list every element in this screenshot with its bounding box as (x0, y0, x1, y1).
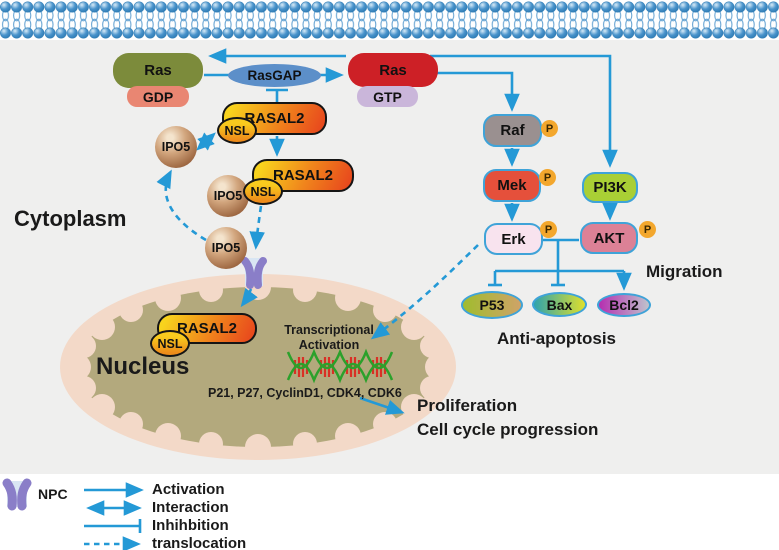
proliferation-label: Proliferation (417, 396, 518, 415)
node-p53: P53 (461, 291, 523, 319)
node-bax: Bax (532, 292, 587, 317)
legend-inhibition-label: Inhihbition (152, 517, 229, 534)
node-gtp: GTP (357, 86, 418, 107)
arrow-ipo5-nsl-interaction (196, 132, 216, 151)
dna-helix-icon (286, 348, 394, 384)
legend-translocation-label: translocation (152, 535, 247, 550)
transcriptional-line1: Transcriptional (284, 323, 374, 337)
node-nsl-cytoplasm: NSL (217, 117, 257, 144)
outcome-label: Proliferation Cell cycle progression (417, 394, 598, 442)
dashed-npc-to-nucleus (240, 287, 258, 308)
transcriptional-line2: Activation (298, 338, 360, 352)
node-pi3k: PI3K (582, 172, 638, 203)
node-erk: Erk (484, 223, 543, 255)
cell-cycle-label: Cell cycle progression (417, 420, 599, 439)
legend-interaction-label: Interaction (152, 499, 229, 516)
node-ras-gdp: Ras (113, 53, 203, 88)
node-ras-gtp: Ras (348, 53, 438, 87)
target-genes-label: P21, P27, CyclinD1, CDK4, CDK6 (208, 386, 402, 400)
arrow-genes-to-proliferation (359, 396, 405, 415)
nucleus-label: Nucleus (96, 353, 190, 380)
phospho-badge-raf: P (541, 120, 558, 137)
phospho-badge-akt: P (639, 221, 656, 238)
legend-npc-label: NPC (38, 486, 68, 502)
node-rasal2-nucleus: RASAL2 (157, 313, 257, 344)
phospho-badge-mek: P (539, 169, 556, 186)
node-ipo5-free: IPO5 (155, 126, 197, 168)
node-nsl-nucleus: NSL (150, 330, 190, 357)
npc-icon (241, 257, 267, 289)
node-akt: AKT (580, 222, 638, 254)
dashed-ipo5-recycle (156, 169, 207, 242)
phospho-badge-erk: P (540, 221, 557, 238)
node-mek: Mek (483, 169, 541, 202)
node-gdp: GDP (127, 86, 189, 107)
cell-membrane (0, 0, 779, 40)
translocation-arrows (156, 169, 479, 340)
node-rasgap: RasGAP (228, 64, 321, 87)
transcriptional-activation-label: Transcriptional Activation (270, 323, 388, 353)
migration-label: Migration (646, 262, 723, 281)
arrow-ras-to-raf (430, 71, 520, 112)
node-bcl2: Bcl2 (597, 293, 651, 317)
node-ipo5-recycled: IPO5 (205, 227, 247, 269)
node-nsl-complex: NSL (243, 178, 283, 205)
anti-apoptosis-label: Anti-apoptosis (497, 329, 616, 348)
dashed-complex-to-npc (249, 205, 265, 250)
dashed-erk-to-dna (370, 244, 479, 340)
legend-npc-icon (2, 478, 17, 511)
node-raf: Raf (483, 114, 542, 147)
cytoplasm-label: Cytoplasm (14, 206, 127, 231)
legend-artwork (2, 478, 144, 550)
legend-activation-label: Activation (152, 481, 225, 498)
arrow-ras-to-pi3k (430, 54, 618, 168)
node-ipo5-complex: IPO5 (207, 175, 249, 217)
